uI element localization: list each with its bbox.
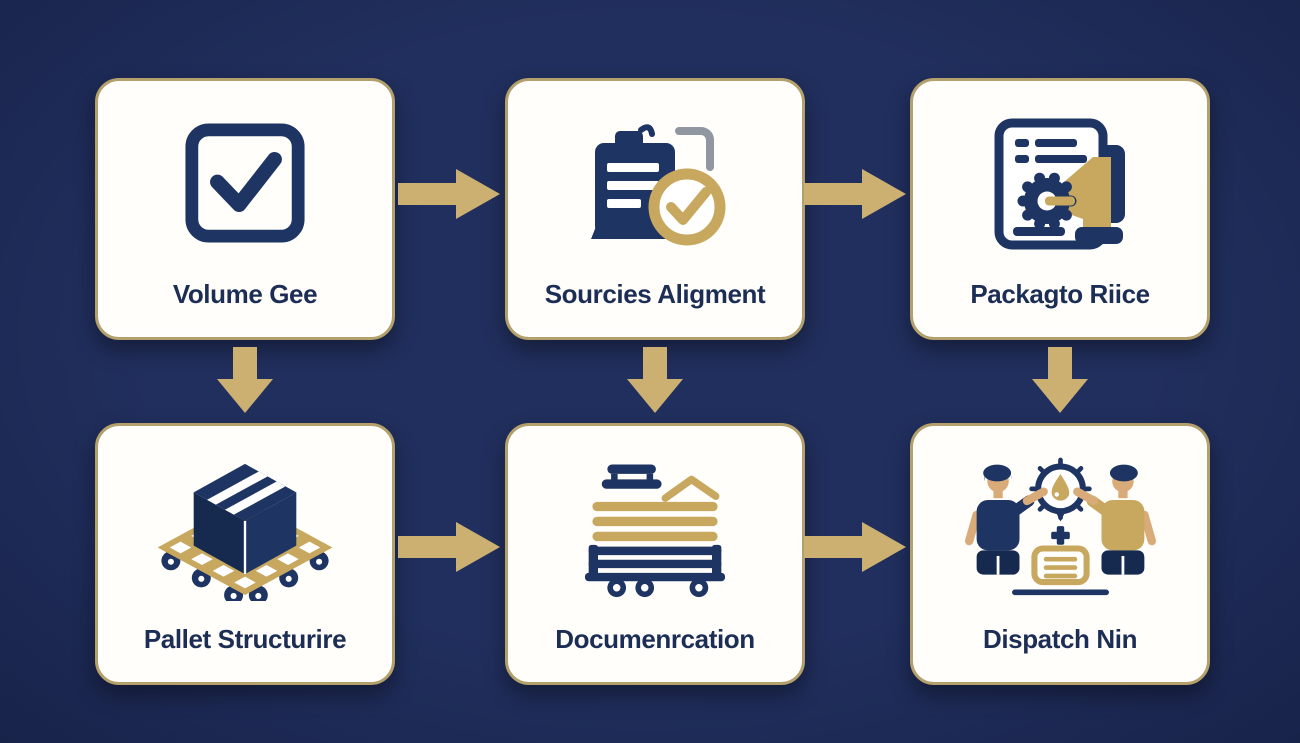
document-gear-icon <box>913 95 1207 271</box>
checkbox-check-icon <box>98 95 392 271</box>
card-label: Pallet Structurire <box>143 624 347 654</box>
card-label: Dispatch Nin <box>982 624 1138 654</box>
arrow-right-icon <box>398 522 500 572</box>
compass-droplet-icon <box>1028 457 1092 522</box>
cargo-cart-icon <box>508 440 802 616</box>
card-label: Volume Gee <box>172 279 318 309</box>
card-label: Documenrcation <box>555 624 755 654</box>
arrow-down-icon <box>1032 347 1088 413</box>
stack-icon <box>1030 545 1090 586</box>
person-left <box>964 464 1048 575</box>
folded-paper-icon <box>661 475 720 502</box>
flow-card-pallet: Pallet Structurire <box>95 423 395 685</box>
arrow-right-icon <box>804 169 906 219</box>
flow-card-sources: Sourcies Aligment <box>505 78 805 340</box>
arrow-right-icon <box>398 169 500 219</box>
arrow-down-icon <box>217 347 273 413</box>
arrow-right-icon <box>804 522 906 572</box>
plus-icon <box>1050 526 1070 545</box>
gear-icon <box>1017 172 1077 230</box>
card-label: Sourcies Aligment <box>544 279 766 309</box>
flow-card-documentation: Documenrcation <box>505 423 805 685</box>
person-right <box>1072 464 1156 575</box>
arrow-down-icon <box>627 347 683 413</box>
clipboard-check-icon <box>508 95 802 271</box>
cart-wheels <box>607 578 709 598</box>
flow-card-packaging: Packagto Riice <box>910 78 1210 340</box>
card-label: Packagto Riice <box>970 279 1150 309</box>
base-line <box>1011 589 1109 596</box>
people-handover-icon <box>913 440 1207 616</box>
pallet-wheels <box>161 550 329 601</box>
flow-card-volume: Volume Gee <box>95 78 395 340</box>
flow-card-dispatch: Dispatch Nin <box>910 423 1210 685</box>
pallet-box-icon <box>98 440 392 616</box>
